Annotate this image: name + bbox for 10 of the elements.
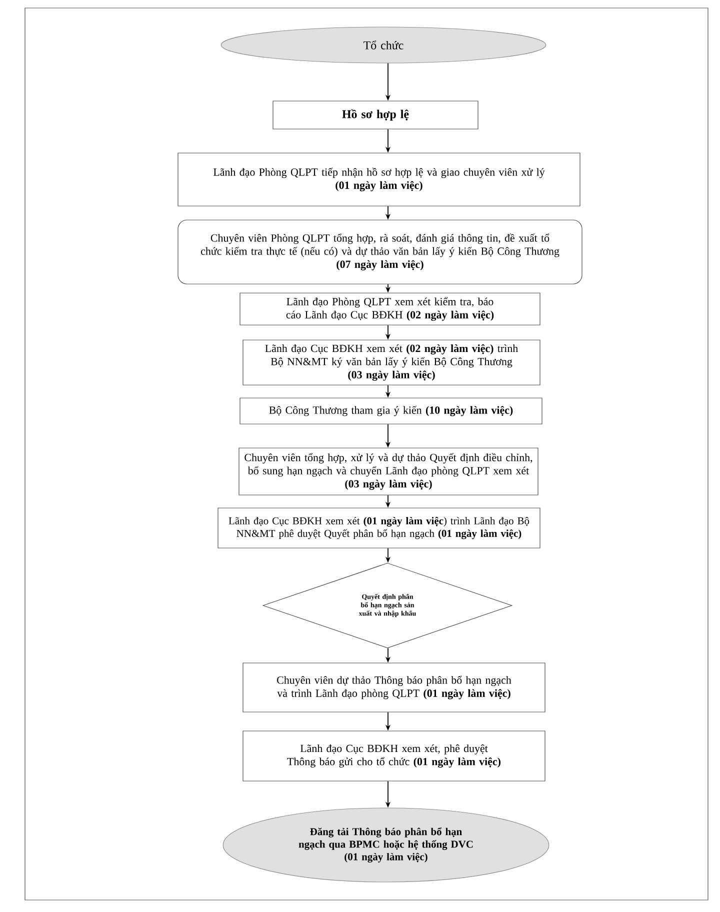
process-box: Lãnh đạo Phòng QLPT tiếp nhận hồ sơ hợp lệ và giao chuyên viên xử lý (01 ngày làm việc): [178, 152, 580, 206]
process-box: Hồ sơ hợp lệ: [272, 100, 478, 130]
process-box: Lãnh đạo Cục BĐKH xem xét (01 ngày làm việc) trình Lãnh đạo Bộ NN&MT phê duyệt Quyết phân bổ hạn ngạch (01 ngày làm việc): [218, 508, 540, 548]
process-box: Lãnh đạo Cục BĐKH xem xét, phê duyệt Thông báo gửi cho tổ chức (01 ngày làm việc): [242, 730, 546, 782]
process-box: Chuyên viên dự thảo Thông báo phân bổ hạn ngạch và trình Lãnh đạo phòng QLPT (01 ngày làm việc): [242, 662, 546, 712]
process-box: Lãnh đạo Phòng QLPT xem xét kiểm tra, báo cáo Lãnh đạo Cục BĐKH (02 ngày làm việc): [240, 292, 540, 326]
process-box: Chuyên viên Phòng QLPT tổng hợp, rà soát, đánh giá thông tin, đề xuất tổ chức kiểm tra thực tế (nếu có) và dự thảo văn bản lấy ý kiến Bộ Công Thương (07 ngày làm việc): [178, 220, 582, 284]
process-box: Bộ Công Thương tham gia ý kiến (10 ngày làm việc): [240, 398, 542, 424]
process-box: Lãnh đạo Cục BĐKH xem xét (02 ngày làm việc) trình Bộ NN&MT ký văn bản lấy ý kiến Bộ Công Thương (03 ngày làm việc): [242, 340, 540, 386]
process-box: Chuyên viên tổng hợp, xử lý và dự thảo Quyết định điều chỉnh, bổ sung hạn ngạch và chuyển Lãnh đạo phòng QLPT xem xét (03 ngày làm việc): [238, 448, 538, 496]
